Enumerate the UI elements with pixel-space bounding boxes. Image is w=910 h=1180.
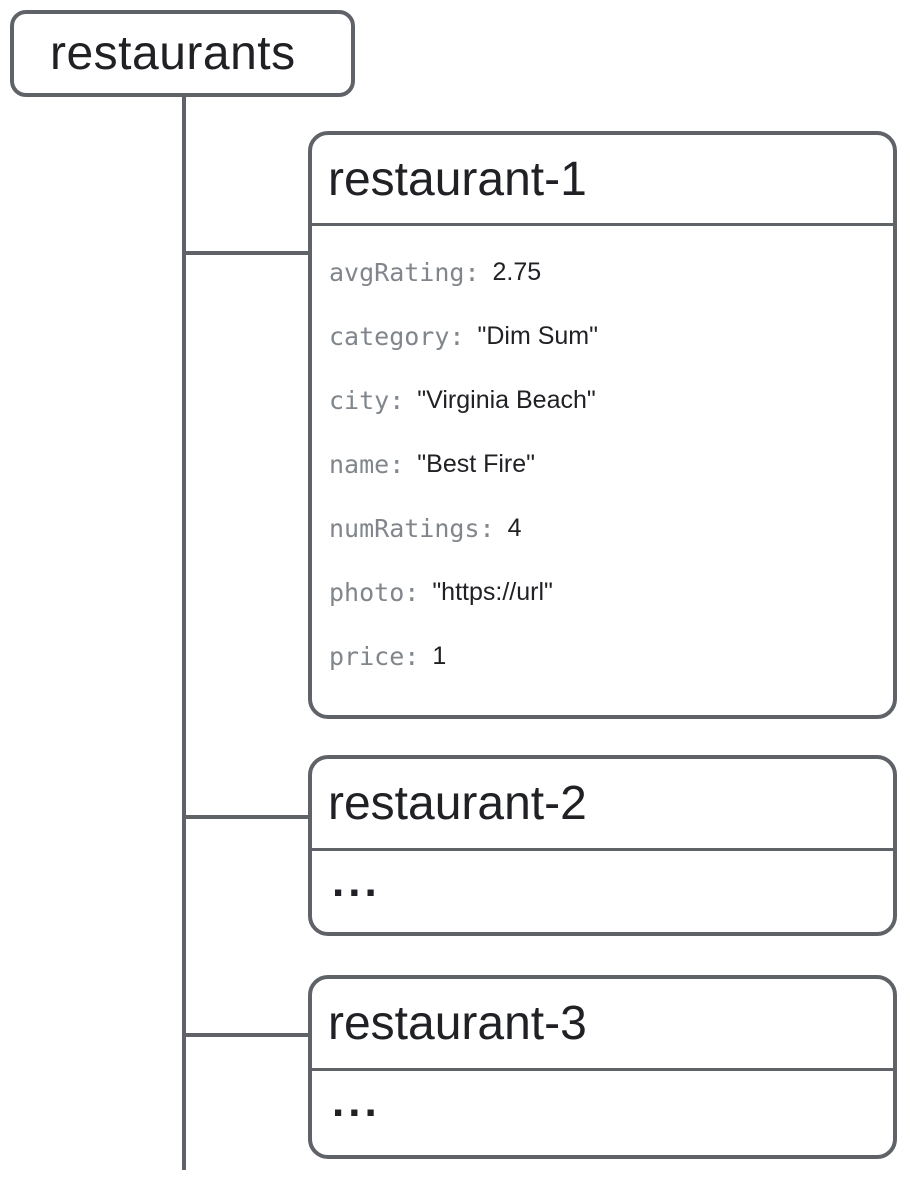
document-fields: avgRating: 2.75 category: "Dim Sum" city… [312, 226, 893, 688]
field-value: "https://url" [432, 577, 553, 606]
field-row: avgRating: 2.75 [329, 240, 893, 304]
document-header: restaurant-1 [312, 135, 893, 226]
branch-line-restaurant-3 [182, 1033, 308, 1037]
document-title: restaurant-3 [328, 997, 587, 1050]
document-body-collapsed: ... [312, 1071, 893, 1153]
field-value: "Virginia Beach" [417, 385, 596, 414]
document-header: restaurant-2 [312, 759, 893, 851]
document-title: restaurant-1 [328, 152, 587, 206]
field-value: 2.75 [492, 257, 542, 286]
field-row: price: 1 [329, 624, 893, 688]
ellipsis-text: ... [332, 857, 381, 906]
field-row: photo: "https://url" [329, 560, 893, 624]
field-value: 4 [507, 513, 522, 542]
field-row: name: "Best Fire" [329, 432, 893, 496]
field-value: 1 [432, 641, 447, 670]
branch-line-restaurant-1 [182, 251, 308, 255]
document-body-collapsed: ... [312, 851, 893, 933]
root-collection-label: restaurants [50, 27, 296, 80]
document-node-restaurant-1: restaurant-1 avgRating: 2.75 category: "… [308, 131, 897, 719]
field-key: numRatings: [329, 513, 495, 543]
field-row: numRatings: 4 [329, 496, 893, 560]
field-value: "Best Fire" [417, 449, 536, 478]
field-value: "Dim Sum" [477, 321, 599, 350]
branch-line-restaurant-2 [182, 815, 308, 819]
field-key: photo: [329, 577, 420, 607]
document-node-restaurant-2: restaurant-2 ... [308, 755, 897, 936]
root-collection-node: restaurants [10, 10, 355, 97]
field-key: price: [329, 641, 420, 671]
ellipsis-text: ... [332, 1077, 381, 1126]
document-title: restaurant-2 [328, 777, 587, 830]
field-key: city: [329, 385, 405, 415]
field-key: avgRating: [329, 257, 480, 287]
field-row: city: "Virginia Beach" [329, 368, 893, 432]
tree-trunk-line [182, 97, 186, 1170]
field-key: category: [329, 321, 465, 351]
field-row: category: "Dim Sum" [329, 304, 893, 368]
field-key: name: [329, 449, 405, 479]
document-node-restaurant-3: restaurant-3 ... [308, 975, 897, 1159]
document-header: restaurant-3 [312, 979, 893, 1071]
